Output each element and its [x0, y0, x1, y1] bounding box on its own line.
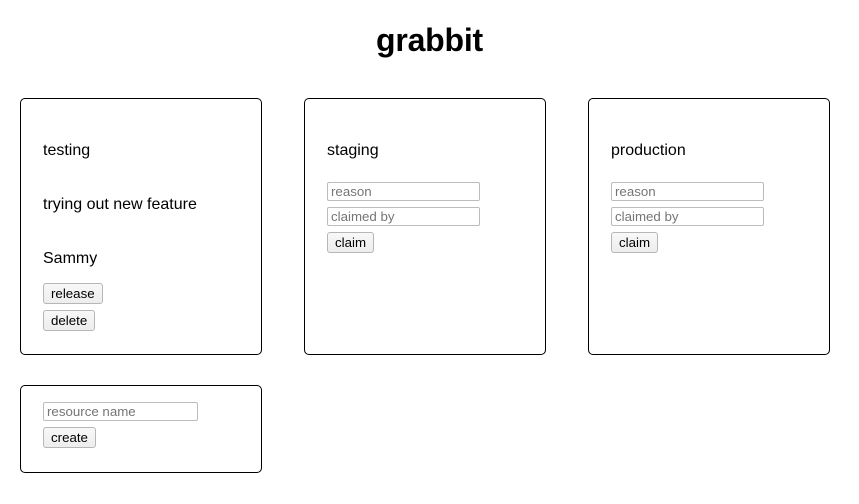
resource-name-label: staging [327, 142, 379, 159]
page-title: grabbit [375, 22, 484, 58]
resource-card-staging: staging claim [304, 98, 546, 355]
resource-board: testing trying out new feature Sammy rel… [20, 98, 839, 473]
delete-button[interactable]: delete [43, 310, 96, 331]
resource-card-production: production claim [588, 98, 830, 355]
claim-form: claim [611, 160, 807, 253]
resource-reason-label: trying out new feature [43, 196, 197, 213]
resource-actions: release delete [43, 268, 239, 331]
claim-button[interactable]: claim [611, 232, 659, 253]
claim-button[interactable]: claim [327, 232, 375, 253]
create-card-row: create [20, 385, 839, 473]
reason-input[interactable] [611, 182, 764, 201]
resource-card-testing: testing trying out new feature Sammy rel… [20, 98, 262, 355]
row-spacer [20, 355, 839, 385]
reason-input[interactable] [327, 182, 480, 201]
release-button[interactable]: release [43, 283, 103, 304]
resource-card-row: testing trying out new feature Sammy rel… [20, 98, 839, 355]
create-button[interactable]: create [43, 427, 96, 448]
resource-claimed-by-label: Sammy [43, 250, 98, 267]
resource-name-input[interactable] [43, 402, 198, 421]
claimed-by-input[interactable] [327, 207, 480, 226]
claimed-by-input[interactable] [611, 207, 764, 226]
claim-form: claim [327, 160, 523, 253]
resource-name-label: production [611, 142, 686, 159]
resource-name-label: testing [43, 142, 91, 159]
create-resource-card: create [20, 385, 262, 473]
